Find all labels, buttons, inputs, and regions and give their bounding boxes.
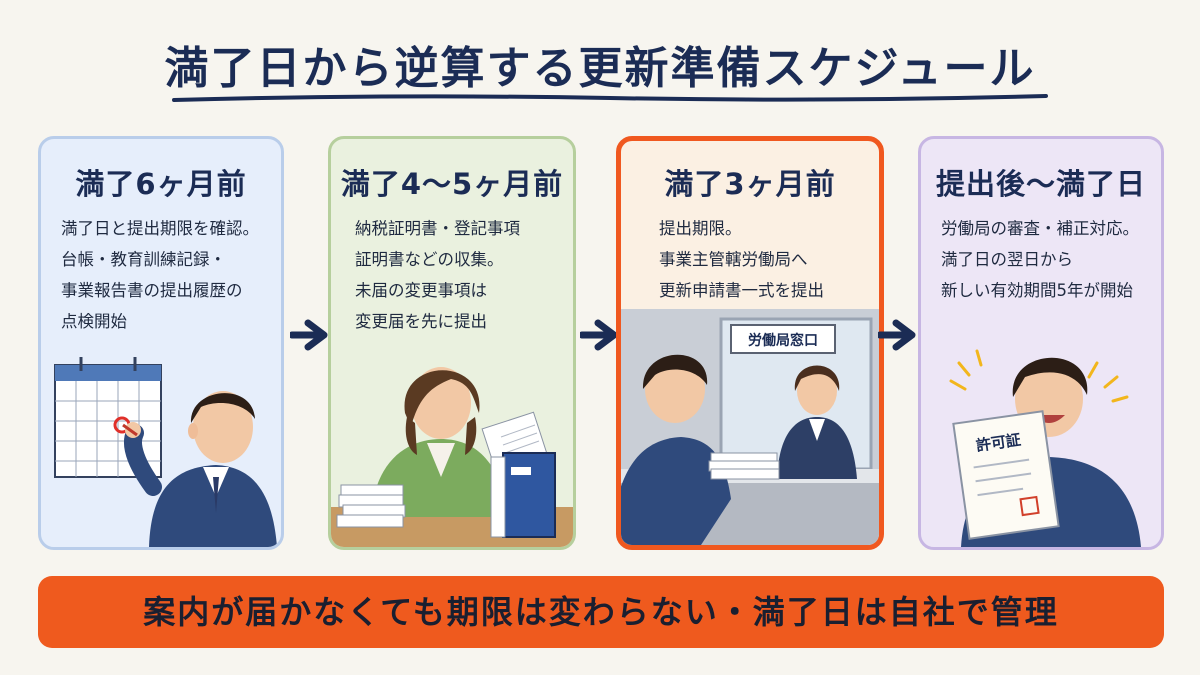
arrow-right-icon	[290, 319, 328, 351]
applicant-figure	[621, 354, 731, 545]
step-description: 提出期限。 事業主管轄労働局へ 更新申請書一式を提出	[659, 213, 871, 306]
step-line: 事業主管轄労働局へ	[659, 250, 808, 269]
arrow-right-icon	[878, 319, 916, 351]
binder-icon	[490, 452, 556, 538]
title-underline	[172, 94, 1048, 102]
step-card-after-submission: 提出後〜満了日 労働局の審査・補正対応。 満了日の翌日から 新しい有効期間5年が…	[918, 136, 1164, 550]
step-line: 事業報告書の提出履歴の	[61, 281, 243, 300]
step-line: 変更届を先に提出	[355, 312, 487, 331]
step-line: 労働局の審査・補正対応。	[941, 219, 1139, 238]
step-card-4-5-months: 満了4〜5ヶ月前 納税証明書・登記事項 証明書などの収集。 未届の変更事項は 変…	[328, 136, 576, 550]
window-sign-text: 労働局窓口	[748, 332, 818, 349]
step-description: 満了日と提出期限を確認。 台帳・教育訓練記録・ 事業報告書の提出履歴の 点検開始	[61, 213, 273, 337]
step-line: 新しい有効期間5年が開始	[941, 281, 1133, 300]
woman-collecting-documents-illustration	[331, 367, 573, 547]
step-line: 証明書などの収集。	[355, 250, 504, 269]
man-marking-calendar-illustration	[54, 357, 277, 547]
businessman-figure	[122, 391, 277, 547]
step-line: 更新申請書一式を提出	[659, 281, 824, 300]
application-papers-icon	[708, 452, 780, 480]
step-line: 満了日と提出期限を確認。	[61, 219, 259, 238]
step-line: 点検開始	[61, 312, 127, 331]
step-card-3-months: 満了3ヶ月前 提出期限。 事業主管轄労働局へ 更新申請書一式を提出 労働局窓口	[616, 136, 884, 550]
step-heading: 満了3ヶ月前	[664, 167, 836, 201]
step-line: 満了日の翌日から	[941, 250, 1073, 269]
step-heading: 提出後〜満了日	[935, 167, 1146, 201]
document-stack-icon	[336, 484, 406, 528]
clerk-figure	[777, 365, 857, 479]
arrow-right-icon	[580, 319, 618, 351]
service-window-sign: 労働局窓口	[730, 324, 836, 354]
deadline-warning-banner: 案内が届かなくても期限は変わらない・満了日は自社で管理	[38, 576, 1164, 648]
step-description: 納税証明書・登記事項 証明書などの収集。 未届の変更事項は 変更届を先に提出	[355, 213, 565, 337]
step-line: 台帳・教育訓練記録・	[61, 250, 226, 269]
step-heading: 満了6ヶ月前	[75, 167, 247, 201]
banner-text: 案内が届かなくても期限は変わらない・満了日は自社で管理	[143, 593, 1059, 631]
permit-certificate-icon: 許可証	[952, 410, 1060, 540]
sparkle-lines-icon	[949, 349, 1129, 403]
step-line: 未届の変更事項は	[355, 281, 487, 300]
step-line: 提出期限。	[659, 219, 742, 238]
woman-figure	[371, 367, 507, 517]
step-card-6-months: 満了6ヶ月前 満了日と提出期限を確認。 台帳・教育訓練記録・ 事業報告書の提出履…	[38, 136, 284, 550]
submitting-at-counter-illustration: 労働局窓口	[621, 309, 879, 545]
step-line: 納税証明書・登記事項	[355, 219, 520, 238]
step-description: 労働局の審査・補正対応。 満了日の翌日から 新しい有効期間5年が開始	[941, 213, 1153, 306]
step-heading: 満了4〜5ヶ月前	[340, 167, 564, 201]
page-title: 満了日から逆算する更新準備スケジュール	[164, 43, 1036, 94]
man-holding-permit-illustration: 許可証	[949, 349, 1141, 547]
